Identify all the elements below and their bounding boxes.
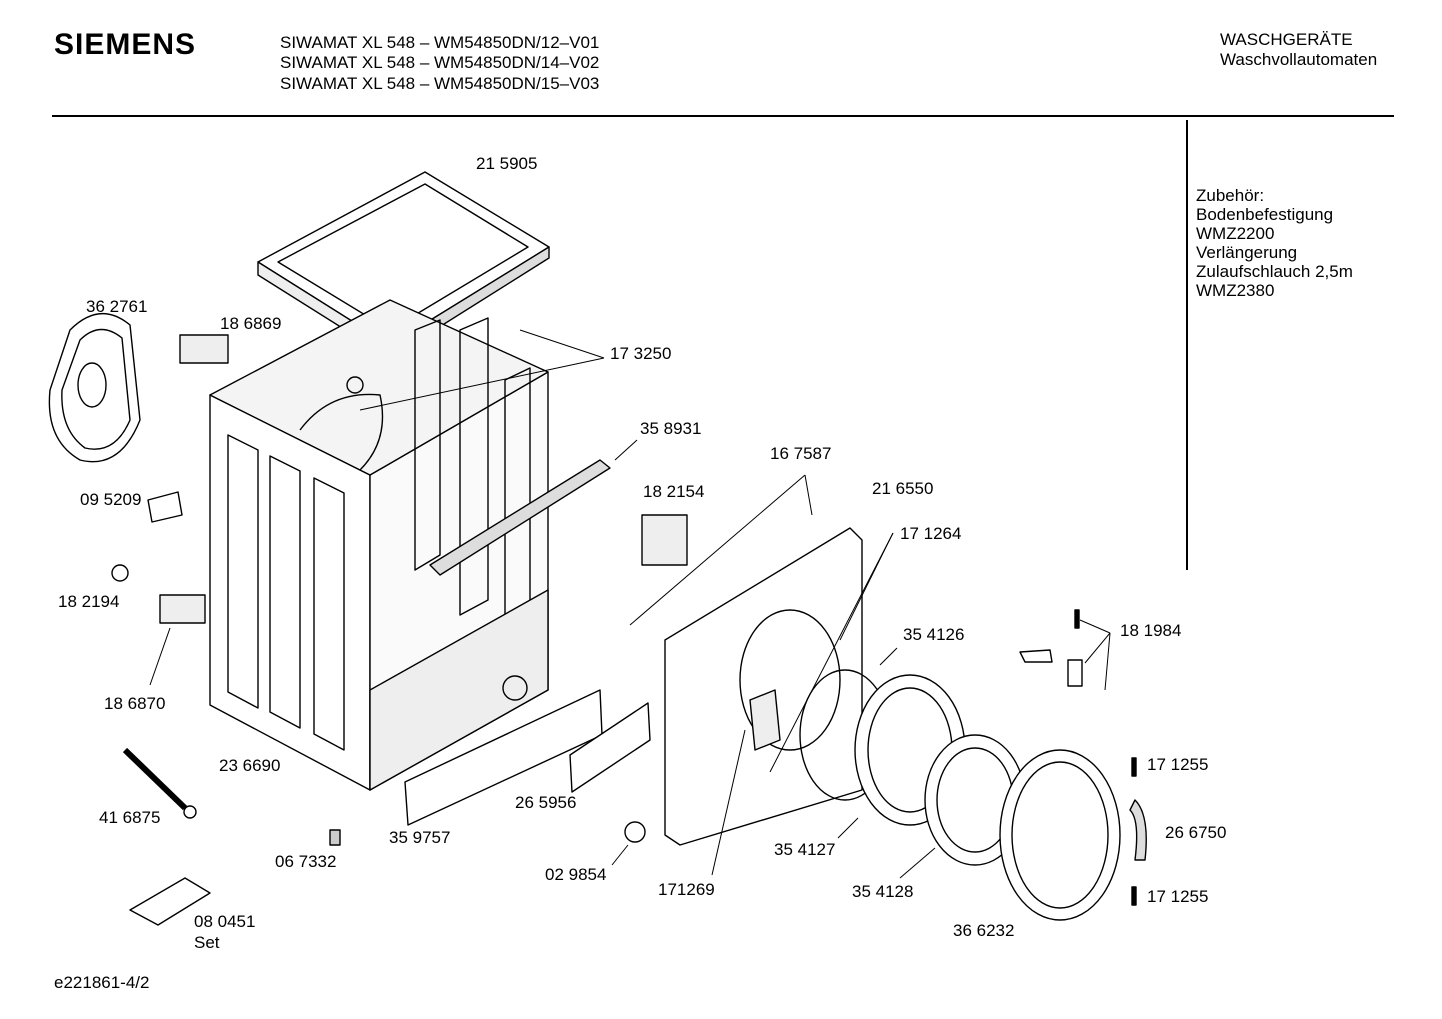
accessory-divider xyxy=(1186,120,1188,570)
part-label: 36 2761 xyxy=(86,297,148,316)
subcategory: Waschvollautomaten xyxy=(1220,50,1378,69)
part-label: 21 6550 xyxy=(872,479,934,498)
part-label: 35 4128 xyxy=(852,882,914,901)
bracket-part[interactable] xyxy=(147,491,183,523)
part-label: 23 6690 xyxy=(219,756,281,775)
cross-brace-part[interactable] xyxy=(429,459,611,576)
part-label: Set xyxy=(194,933,220,952)
transport-bracket-part[interactable] xyxy=(129,877,211,926)
part-label: 171269 xyxy=(658,880,715,899)
part-label: 09 5209 xyxy=(80,490,142,509)
part-label: 26 5956 xyxy=(515,793,577,812)
part-label: 35 8931 xyxy=(640,419,702,438)
part-label: 17 1255 xyxy=(1147,887,1209,906)
part-label: 21 5905 xyxy=(476,154,538,173)
part-label: 41 6875 xyxy=(99,808,161,827)
cabinet-housing-part[interactable] xyxy=(209,299,549,791)
wrench-part[interactable] xyxy=(122,747,197,819)
shock-absorber-part[interactable] xyxy=(159,334,229,624)
part-label: 17 3250 xyxy=(610,344,672,363)
accessories-title: Zubehör: xyxy=(1196,186,1265,205)
door-ring-part[interactable] xyxy=(999,749,1121,921)
part-label: 35 9757 xyxy=(389,828,451,847)
part-label: 16 7587 xyxy=(770,444,832,463)
door-lock-part[interactable] xyxy=(641,514,688,566)
accessories-block: Zubehör: Bodenbefestigung WMZ2200 Verlän… xyxy=(1196,186,1353,300)
accessory-line: Bodenbefestigung xyxy=(1196,205,1334,224)
front-panel-part[interactable] xyxy=(664,527,863,846)
part-label: 36 6232 xyxy=(953,921,1015,940)
part-label: 02 9854 xyxy=(545,865,607,884)
brand-logo: SIEMENS xyxy=(54,28,197,61)
hinge-part[interactable] xyxy=(1129,799,1147,861)
part-label: 18 6869 xyxy=(220,314,282,333)
part-label: 18 1984 xyxy=(1120,621,1182,640)
part-label: 18 6870 xyxy=(104,694,166,713)
part-label: 26 6750 xyxy=(1165,823,1227,842)
foot-part[interactable] xyxy=(111,564,646,846)
header-divider xyxy=(52,115,1394,117)
accessory-line: Zulaufschlauch 2,5m xyxy=(1196,262,1353,281)
part-label: 18 2194 xyxy=(58,592,120,611)
accessory-line: Verlängerung xyxy=(1196,243,1298,262)
model-line-2: SIWAMAT XL 548 – WM54850DN/14–V02 xyxy=(280,53,600,72)
accessory-line: WMZ2380 xyxy=(1196,281,1275,300)
rear-cover-part[interactable] xyxy=(48,312,141,463)
model-line-3: SIWAMAT XL 548 – WM54850DN/15–V03 xyxy=(280,74,600,93)
part-label: 17 1264 xyxy=(900,524,962,543)
category: WASCHGERÄTE xyxy=(1220,30,1353,49)
part-label: 18 2154 xyxy=(643,482,705,501)
part-label: 35 4127 xyxy=(774,840,836,859)
part-label: 08 0451 xyxy=(194,912,256,931)
leader-lines xyxy=(149,329,1111,879)
part-label: 06 7332 xyxy=(275,852,337,871)
clips-part[interactable] xyxy=(1019,609,1137,906)
accessory-line: WMZ2200 xyxy=(1196,224,1275,243)
document-code: e221861-4/2 xyxy=(54,973,150,992)
part-label: 35 4126 xyxy=(903,625,965,644)
part-label: 17 1255 xyxy=(1147,755,1209,774)
model-line-1: SIWAMAT XL 548 – WM54850DN/12–V01 xyxy=(280,33,600,52)
service-flap-part[interactable] xyxy=(569,702,651,793)
